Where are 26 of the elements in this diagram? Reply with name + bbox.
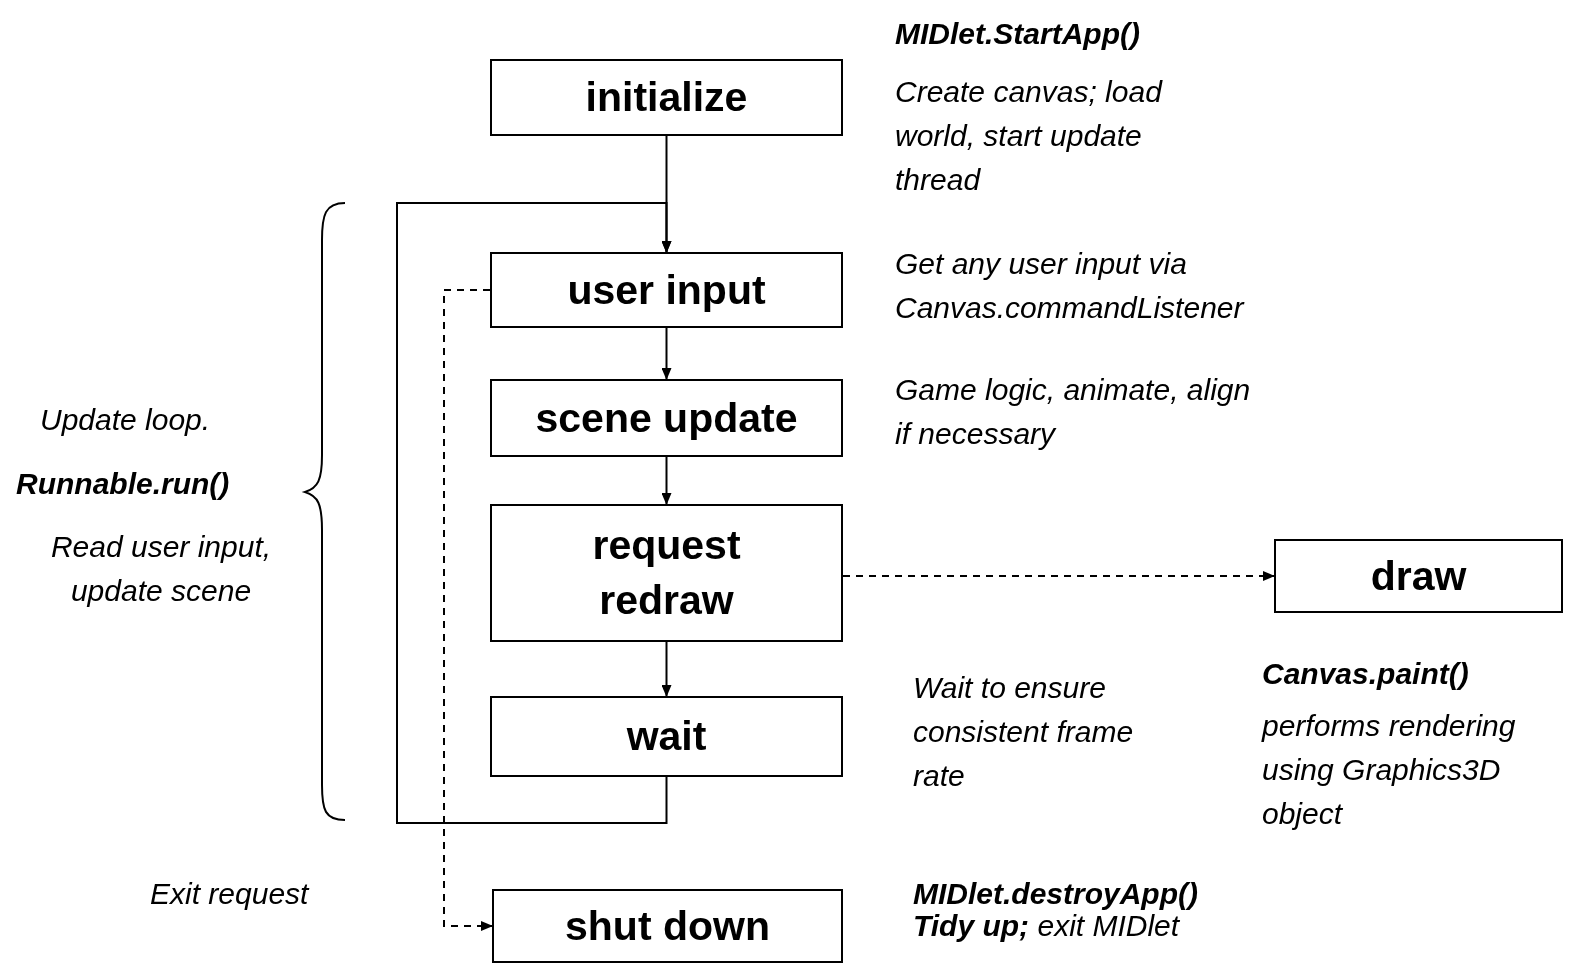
arrow xyxy=(661,327,672,380)
side-note: Update loop. xyxy=(40,402,212,438)
process-box: draw xyxy=(1274,539,1563,613)
annotation-text: Tidy up; exit MIDlet xyxy=(913,909,1180,944)
arrow xyxy=(661,456,672,505)
process-box: user input xyxy=(490,252,843,328)
process-box: initialize xyxy=(490,59,843,136)
dashed-arrow xyxy=(443,289,493,931)
annotation-text: performs rendering using Graphics3D object xyxy=(1262,708,1517,832)
annotation-text: MIDlet.destroyApp() xyxy=(913,876,1199,912)
process-box: request redraw xyxy=(490,504,843,642)
side-note: Exit request xyxy=(150,876,311,912)
side-note: Runnable.run() xyxy=(16,466,231,502)
process-box: shut down xyxy=(492,889,843,963)
annotation-text: Create canvas; load world, start update thread xyxy=(895,74,1164,198)
annotation-text: Get any user input via Canvas.commandListener xyxy=(895,246,1246,326)
process-box: scene update xyxy=(490,379,843,457)
annotation-text: Game logic, animate, align if necessary xyxy=(895,372,1252,452)
process-box: wait xyxy=(490,696,843,777)
dashed-arrow xyxy=(842,571,1275,581)
arrow xyxy=(396,202,672,824)
annotation-text: MIDlet.StartApp() xyxy=(895,16,1141,52)
side-note: Read user input, update scene xyxy=(49,529,273,609)
annotation-text: Canvas.paint() xyxy=(1262,656,1470,692)
arrow xyxy=(661,641,672,697)
annotation-text: Wait to ensure consistent frame rate xyxy=(913,670,1135,794)
